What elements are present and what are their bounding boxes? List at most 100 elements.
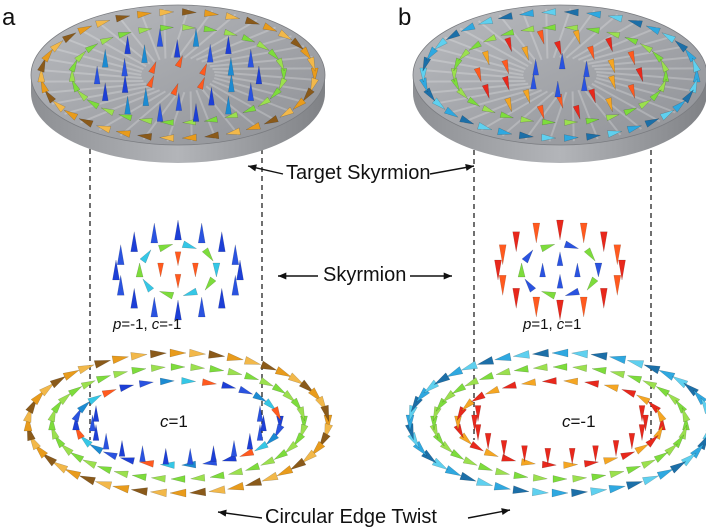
inner-spin-cone xyxy=(530,73,537,90)
skyrmion-cone xyxy=(556,299,564,321)
edge-outer-cone xyxy=(642,475,659,486)
inner-spin-cone xyxy=(227,57,235,76)
ring-spin-cone xyxy=(101,107,115,116)
outer-spin-cone xyxy=(203,9,219,17)
edge-outer-cone xyxy=(298,379,315,394)
edge-inner-cone xyxy=(254,440,269,452)
outer-spin-cone xyxy=(262,22,278,32)
inner-spin-cone xyxy=(504,97,512,112)
outer-spin-cone xyxy=(541,8,557,16)
skyrmion-cone xyxy=(512,288,520,309)
outer-spin-cone xyxy=(434,37,448,50)
inner-spin-cone xyxy=(532,59,540,76)
inner-spin-cone xyxy=(635,67,644,82)
inner-spin-cone xyxy=(101,82,109,101)
edge-ring-cone xyxy=(60,443,74,457)
ring-spin-cone xyxy=(458,48,471,61)
panel-a-edge-chirality: c=1 xyxy=(160,412,188,431)
ring-spin-cone xyxy=(605,114,620,122)
edge-ring-cone xyxy=(681,407,691,423)
target-skyrmion-label: Target Skyrmion xyxy=(286,162,431,184)
edge-core-cone xyxy=(474,405,482,422)
edge-ring-cone xyxy=(532,473,548,482)
outer-spin-cone xyxy=(645,25,661,35)
ring-spin-cone xyxy=(606,31,621,39)
outer-spin-cone xyxy=(477,122,493,131)
outer-spin-cone xyxy=(585,133,601,141)
disk-streak xyxy=(521,10,543,61)
edge-outer-cone xyxy=(130,352,148,361)
disk-streak xyxy=(424,57,524,76)
edge-ring-cone xyxy=(572,364,588,373)
skyrmion-cone xyxy=(524,278,537,293)
skyrmion-cone xyxy=(130,288,138,309)
edge-ring-cone xyxy=(170,475,186,483)
ring-spin-cone xyxy=(160,24,174,32)
edge-outer-cone xyxy=(444,465,462,477)
edge-inner-cone xyxy=(653,425,664,440)
edge-inner-cone xyxy=(485,385,500,395)
inner-spin-cone xyxy=(255,65,263,85)
edge-inner-cone xyxy=(201,378,217,386)
edge-core-cone xyxy=(628,432,636,450)
disk-streak xyxy=(594,67,699,71)
skyrmion-cone xyxy=(174,219,182,241)
ring-spin-cone xyxy=(86,99,100,110)
inner-spin-cone xyxy=(93,65,101,85)
disk-streak xyxy=(577,89,599,140)
ring-spin-cone xyxy=(203,25,218,33)
edge-outer-cone xyxy=(150,488,167,498)
edge-ring-cone xyxy=(80,380,96,390)
edge-outer-cone xyxy=(64,468,82,480)
edge-inner-cone xyxy=(271,406,282,421)
edge-ring-cone xyxy=(514,364,529,373)
inner-spin-cone xyxy=(173,39,181,58)
edge-outer-cone xyxy=(656,468,674,480)
ring-spin-cone xyxy=(520,25,535,33)
skyrmion-cone xyxy=(494,259,502,281)
inner-spin-cone xyxy=(196,77,205,90)
panel-b-edge-chirality: c=-1 xyxy=(562,412,596,431)
skyrmion-cone xyxy=(579,296,588,318)
inner-spin-cone xyxy=(607,58,616,74)
outer-spin-cone xyxy=(181,8,197,16)
inner-spin-cone xyxy=(588,88,596,104)
ring-spin-cone xyxy=(466,96,481,107)
edge-outer-cone xyxy=(274,366,292,378)
ring-spin-cone xyxy=(453,57,463,72)
edge-ring-cone xyxy=(572,474,587,483)
edge-inner-cone xyxy=(103,451,118,461)
inner-spin-cone xyxy=(192,28,200,47)
edge-inner-cone xyxy=(584,380,600,388)
skyrmion-cone xyxy=(556,274,564,289)
skyrmion-cone xyxy=(541,291,557,300)
outer-spin-cone xyxy=(279,106,295,118)
disk-streak xyxy=(166,91,186,142)
outer-spin-cone xyxy=(159,134,175,142)
disk-streak xyxy=(209,82,279,123)
ring-spin-cone xyxy=(204,116,218,123)
edge-inner-cone xyxy=(454,415,462,431)
edge-outer-cone xyxy=(446,366,464,378)
edge-outer-cone xyxy=(627,360,645,369)
skyrmion-cone xyxy=(574,262,581,278)
inner-spin-cone xyxy=(199,63,208,76)
edge-core-cone xyxy=(256,424,264,441)
edge-inner-cone xyxy=(469,440,484,452)
edge-ring-cone xyxy=(552,363,568,371)
edge-inner-cone xyxy=(520,458,536,466)
edge-core-cone xyxy=(638,424,646,441)
skyrmion-cone xyxy=(539,262,546,278)
edge-outer-cone xyxy=(459,471,477,482)
disk-streak xyxy=(77,27,147,68)
panel-a-label: a xyxy=(2,4,16,31)
edge-outer-cone xyxy=(643,364,661,375)
edge-outer-cone xyxy=(532,348,549,358)
ring-spin-cone xyxy=(138,27,152,34)
edge-ring-cone xyxy=(190,363,205,372)
ring-spin-cone xyxy=(278,77,288,91)
edge-core-cone xyxy=(521,445,528,462)
edge-outer-cone xyxy=(287,372,304,385)
ring-spin-cone xyxy=(224,111,239,119)
